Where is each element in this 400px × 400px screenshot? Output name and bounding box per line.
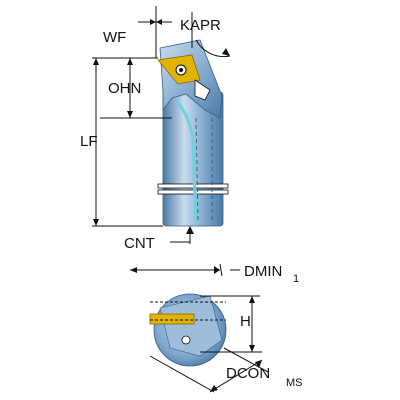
label-dcon-sub: MS: [286, 377, 303, 389]
coolant-channel-edge: [195, 117, 199, 223]
label-kapr: KAPR: [180, 17, 221, 34]
label-dmin-sub: 1: [293, 273, 299, 285]
label-lf: LF: [80, 133, 98, 150]
clamp-ring: [157, 183, 229, 189]
coolant-channel: [174, 99, 198, 223]
insert-clamp: [194, 79, 211, 101]
label-cnt: CNT: [124, 235, 155, 252]
label-h: H: [240, 313, 251, 330]
label-wf: WF: [103, 29, 126, 46]
dimension-lf: LF: [80, 57, 163, 227]
side-view: [157, 39, 229, 227]
dimension-dmin: DMIN 1: [130, 263, 299, 285]
dimension-ohn: OHN: [100, 57, 172, 119]
dimension-kapr: KAPR: [180, 12, 231, 58]
dimension-h: H: [200, 295, 262, 353]
dimension-cnt: CNT: [124, 226, 194, 252]
end-view: [149, 293, 227, 367]
label-dcon: DCON: [226, 365, 270, 382]
label-dmin: DMIN: [244, 263, 282, 280]
end-view-port: [181, 335, 191, 345]
dimension-wf: WF: [103, 6, 172, 58]
label-ohn: OHN: [108, 80, 141, 97]
end-view-insert: [149, 313, 195, 325]
end-view-flat: [159, 295, 223, 357]
clamp-ring-lower: [157, 189, 229, 195]
dimension-dcon: DCON MS: [149, 347, 303, 393]
